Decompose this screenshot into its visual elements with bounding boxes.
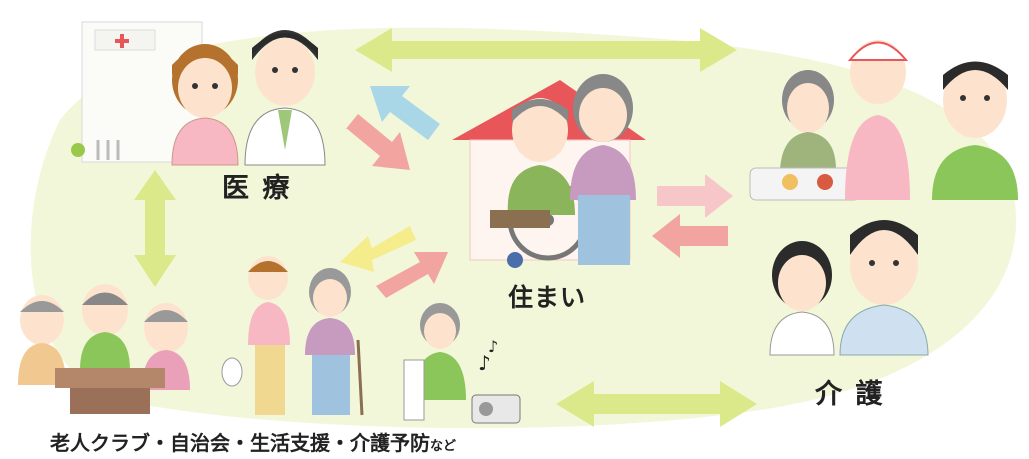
label-home: 住まい: [508, 283, 587, 312]
doctor-icon: [244, 30, 326, 166]
arrow-community-to-home: [376, 252, 448, 298]
nurse-icon: [171, 44, 239, 166]
exercise-radio-icon: [403, 303, 521, 424]
meal-assistance-icon: [749, 40, 910, 201]
arrow-home-to-care: [657, 174, 733, 218]
music-notes-icon: ♪ ♪: [478, 337, 498, 375]
label-community-suffix: など: [430, 439, 457, 454]
label-medical: 医 療: [222, 173, 292, 204]
svg-text:♪: ♪: [488, 337, 498, 356]
arrow-medical-community: [134, 170, 176, 287]
elderly-man-wheelchair-icon: [490, 98, 589, 268]
label-community: 老人クラブ・自治会・生活支援・介護予防など: [50, 427, 456, 456]
arrow-home-to-medical: [370, 86, 440, 140]
arrow-community-care: [556, 381, 757, 427]
svg-text:♪: ♪: [478, 351, 491, 375]
arrow-care-to-home: [652, 214, 728, 258]
young-man-icon: [932, 61, 1018, 200]
label-community-main: 老人クラブ・自治会・生活支援・介護予防: [50, 431, 430, 455]
arrow-medical-to-home: [345, 114, 410, 170]
elderly-group-table-icon: [18, 284, 190, 414]
care-worker-woman-icon: [769, 241, 835, 356]
care-worker-man-icon: [839, 220, 929, 356]
arrow-home-to-community: [340, 226, 416, 272]
caregiver-woman-icon: [570, 74, 636, 265]
label-care: 介 護: [815, 379, 885, 410]
walking-support-icon: [221, 256, 364, 416]
arrow-medical-care: [355, 28, 737, 72]
